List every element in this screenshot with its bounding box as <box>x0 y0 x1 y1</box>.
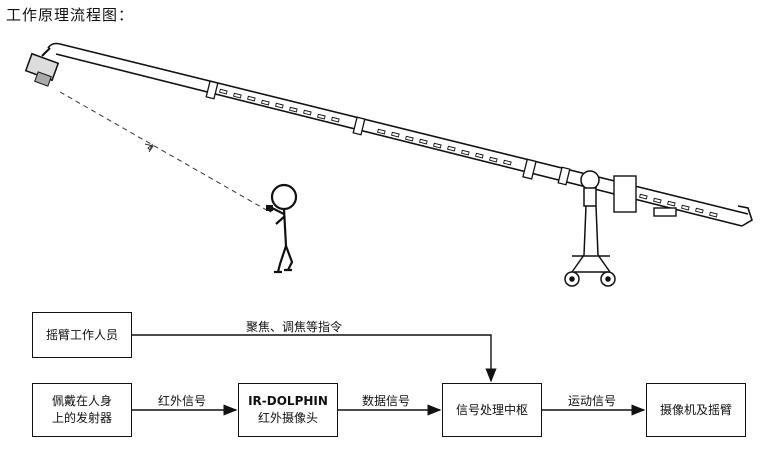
counterweight <box>613 175 677 217</box>
box-camera-and-crane: 摄像机及摇臂 <box>646 383 746 437</box>
crane-stand <box>571 170 611 273</box>
box-emitter: 佩戴在人身 上的发射器 <box>32 383 132 437</box>
arm-slots <box>219 88 718 218</box>
camera-head-icon <box>24 47 60 87</box>
output-label: 摄像机及摇臂 <box>659 402 732 417</box>
camera-label-2: 红外摄像头 <box>257 411 318 425</box>
camera-label-1: IR-DOLPHIN <box>248 394 328 408</box>
infrared-beam <box>59 91 271 213</box>
stand-wheel-icon <box>564 271 616 287</box>
label-data-signal: 数据信号 <box>362 394 411 408</box>
emitter-label-2: 上的发射器 <box>51 411 112 425</box>
camera-crane-illustration <box>24 42 753 287</box>
arrow-operator-to-hub <box>132 334 497 383</box>
worn-emitter-icon <box>266 205 273 211</box>
arm-clamps <box>205 80 571 186</box>
diagram-title: 工作原理流程图： <box>6 6 135 24</box>
operator-label: 摇臂工作人员 <box>45 327 118 342</box>
hub-label: 信号处理中枢 <box>455 402 528 417</box>
box-ir-camera: IR-DOLPHIN 红外摄像头 <box>238 383 338 437</box>
box-signal-hub: 信号处理中枢 <box>442 383 542 437</box>
label-focus-commands: 聚焦、调焦等指令 <box>246 320 343 334</box>
label-infrared-signal: 红外信号 <box>158 394 207 408</box>
label-motion-signal: 运动信号 <box>568 394 617 408</box>
box-operator: 摇臂工作人员 <box>32 312 132 358</box>
beam-arrow-icon <box>144 143 154 153</box>
emitter-label-1: 佩戴在人身 <box>51 394 112 408</box>
